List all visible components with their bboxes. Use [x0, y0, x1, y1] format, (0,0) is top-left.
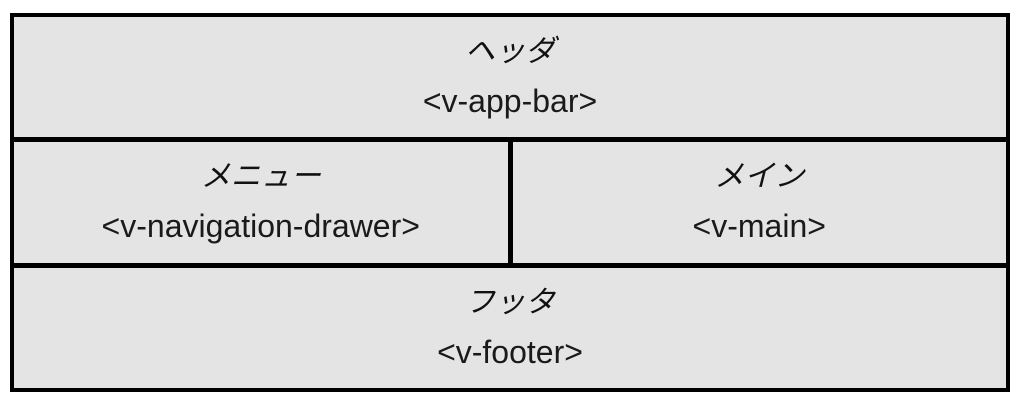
navigation-drawer-region: メニュー <v-navigation-drawer> — [14, 142, 508, 263]
drawer-label-japanese: メニュー — [200, 159, 321, 195]
header-region: ヘッダ <v-app-bar> — [14, 17, 1006, 138]
header-label-japanese: ヘッダ — [465, 34, 555, 70]
main-component-tag: <v-main> — [692, 208, 826, 245]
footer-label-japanese: フッタ — [465, 284, 555, 320]
drawer-component-tag: <v-navigation-drawer> — [101, 208, 420, 245]
header-component-tag: <v-app-bar> — [422, 83, 598, 120]
main-label-japanese: メイン — [714, 159, 805, 195]
main-region: メイン <v-main> — [512, 142, 1006, 263]
vuetify-layout-diagram: ヘッダ <v-app-bar> メニュー <v-navigation-drawe… — [10, 13, 1010, 392]
footer-component-tag: <v-footer> — [437, 333, 583, 370]
footer-region: フッタ <v-footer> — [14, 267, 1006, 388]
